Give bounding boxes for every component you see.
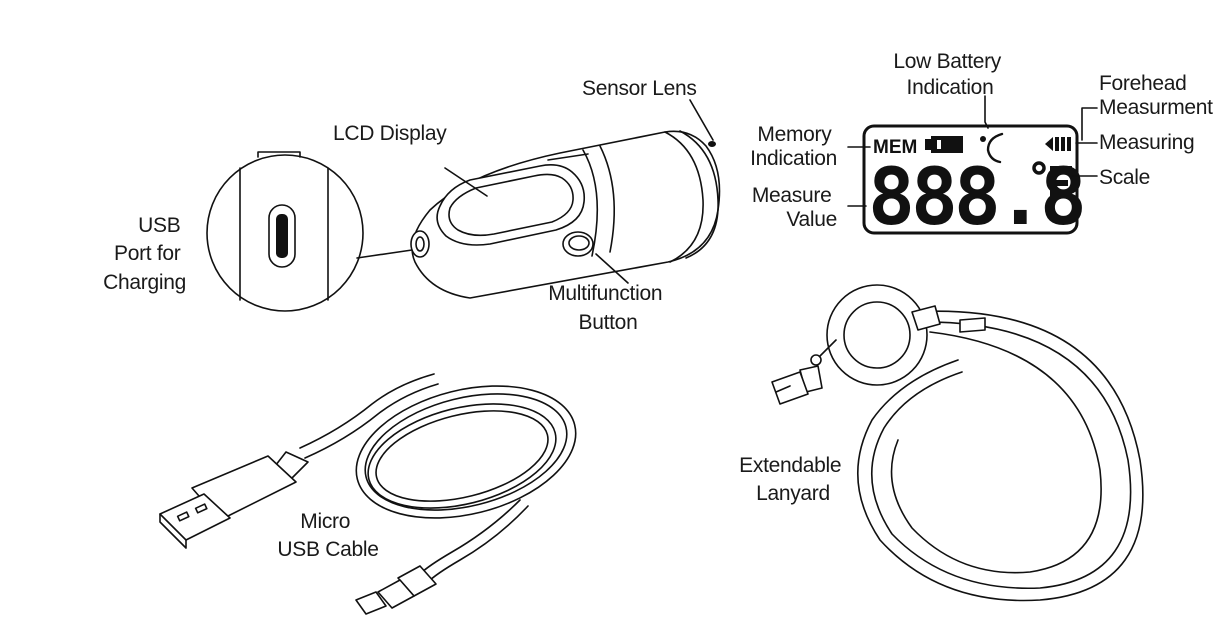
lcd-mem-text: MEM — [873, 137, 917, 158]
label-usb-port: USB Port for Charging — [103, 214, 186, 294]
leader-lines — [444, 95, 1098, 284]
label-measuring: Measuring — [1099, 131, 1194, 154]
usb-port-closeup — [206, 151, 413, 312]
label-extendable-lanyard: Extendable Lanyard — [739, 454, 847, 505]
device-lcd-window — [436, 153, 589, 246]
micro-usb-cable — [159, 373, 577, 615]
measuring-bars-icon — [1045, 137, 1071, 151]
thermometer-device — [410, 130, 721, 299]
label-low-battery: Low Battery Indication — [893, 50, 1006, 99]
label-lcd-display: LCD Display — [333, 122, 447, 145]
label-micro-usb-cable: Micro USB Cable — [277, 510, 378, 561]
labels: Sensor Lens LCD Display USB Port for Cha… — [103, 50, 1213, 561]
label-sensor-lens: Sensor Lens — [582, 77, 697, 100]
label-scale: Scale — [1099, 166, 1150, 189]
lanyard-clip-icon — [771, 339, 837, 405]
label-forehead-measurement: Forehead Measurment — [1099, 72, 1213, 119]
label-memory-indication: Memory Indication — [750, 123, 837, 170]
usb-a-plug-icon — [159, 451, 309, 549]
label-measure-value: Measure Value — [752, 184, 837, 231]
fahrenheit-unit: °F — [1032, 161, 1072, 198]
extendable-lanyard — [771, 284, 1144, 602]
micro-usb-plug-icon — [355, 565, 437, 615]
multifunction-button-icon — [562, 231, 594, 257]
sensor-lens-icon — [708, 141, 716, 147]
celsius-forehead-icon — [980, 132, 1004, 164]
lanyard-reel-icon — [826, 284, 986, 386]
battery-icon — [925, 136, 963, 153]
lcd-display-panel: MEM 888.8 °F — [862, 124, 1087, 243]
label-multifunction-button: Multifunction Button — [548, 282, 668, 334]
